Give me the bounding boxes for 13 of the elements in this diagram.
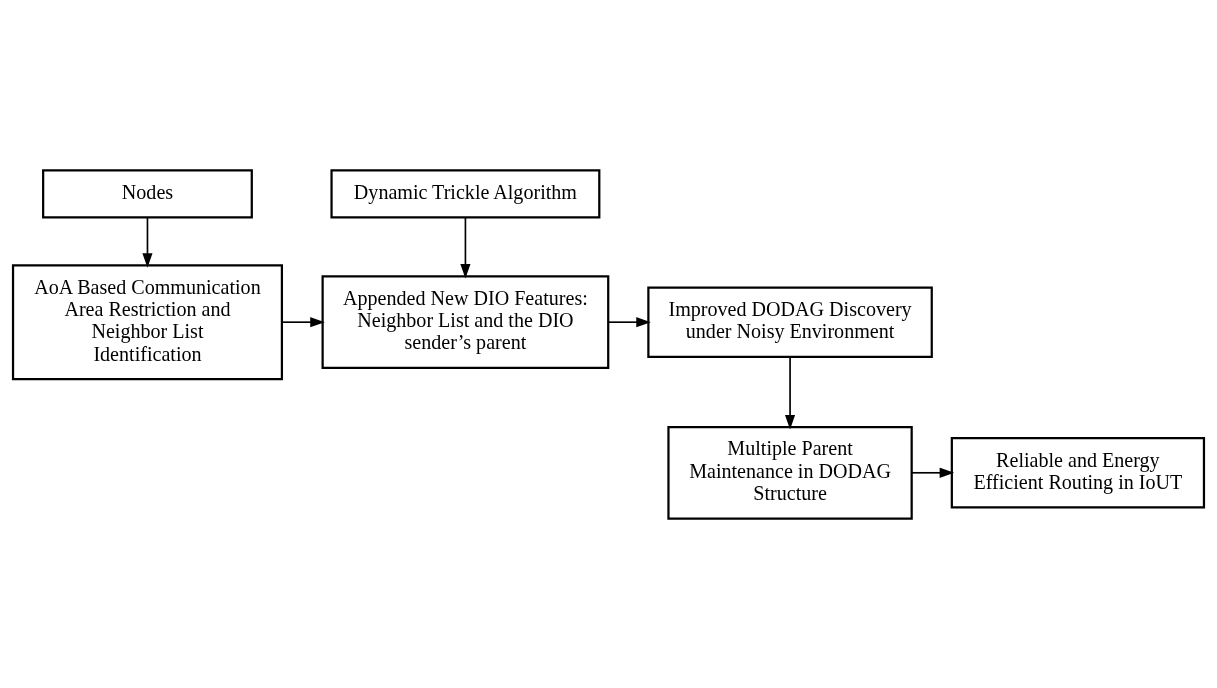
- arrow: [281, 316, 325, 327]
- node-box: Dynamic Trickle Algorithm: [330, 168, 601, 218]
- arrow: [785, 355, 796, 429]
- arrow: [142, 216, 153, 268]
- node-box: Multiple Parent Maintenance in DODAG Structure: [667, 425, 913, 520]
- arrow: [460, 216, 471, 278]
- node-box: Appended New DIO Features: Neighbor List and the DIO sender’s parent: [321, 274, 610, 369]
- node-box: Reliable and Energy Efficient Routing in IoUT: [950, 436, 1206, 508]
- arrow: [910, 467, 955, 478]
- node-box: Improved DODAG Discovery under Noisy Environment: [647, 286, 933, 358]
- node-box: AoA Based Communication Area Restriction and Neighbor List Identification: [11, 263, 283, 380]
- arrow: [607, 316, 651, 327]
- node-box: Nodes: [42, 168, 253, 218]
